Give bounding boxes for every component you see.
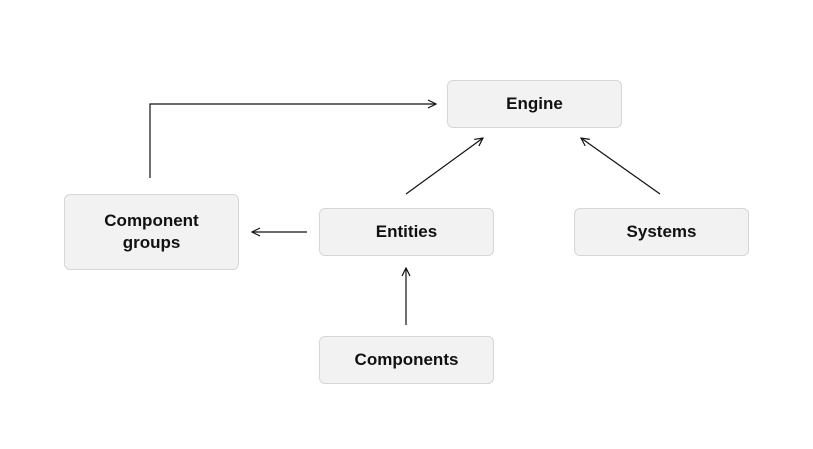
edge-systems-to-engine <box>581 138 661 195</box>
node-components: Components <box>319 336 494 384</box>
node-components-label: Components <box>354 350 459 369</box>
node-component-groups-label: Component groups <box>104 211 199 252</box>
node-component-groups: Component groups <box>64 194 239 270</box>
node-entities: Entities <box>319 208 494 256</box>
edge-component-groups-to-engine <box>149 104 436 178</box>
edge-entities-to-engine <box>405 138 483 195</box>
node-engine-label: Engine <box>506 94 563 113</box>
node-systems: Systems <box>574 208 749 256</box>
node-entities-label: Entities <box>375 222 438 241</box>
node-systems-label: Systems <box>626 222 697 241</box>
node-engine: Engine <box>447 80 622 128</box>
